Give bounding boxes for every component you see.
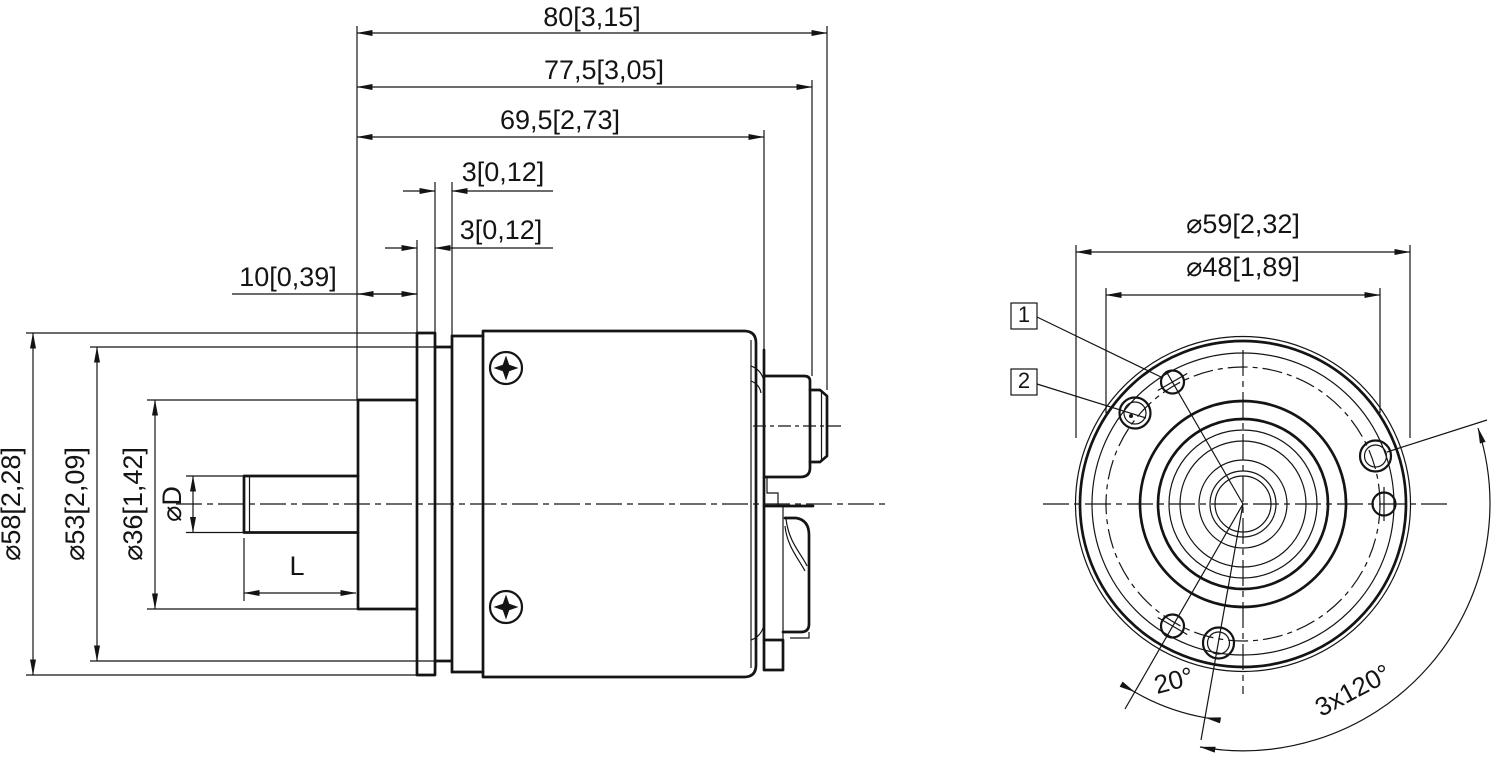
connector-pin (808, 388, 829, 464)
mounting-hole-outer (1118, 396, 1152, 430)
callout-2-leader (1036, 383, 1147, 419)
thread-hole-circle (1159, 613, 1186, 639)
front-view: 1 2 ⌀59[2,32] ⌀48[1,89] 20° 3x120° (1010, 209, 1491, 753)
callout-1-label: 1 (1018, 302, 1030, 327)
dimensions-top: 80[3,15] 77,5[3,05] 69,5[2,73] 3[0,12] 3… (232, 2, 828, 297)
mounting-hole-right (1358, 439, 1393, 473)
screw-lower (488, 589, 524, 625)
thread-hole-circle (1159, 369, 1186, 395)
thread-hole-tick (1157, 616, 1188, 636)
thread-hole-bottom-left (1157, 613, 1188, 639)
callout-1-leader (1036, 316, 1162, 378)
rear-plate-fillets (750, 365, 765, 641)
connector-foot (766, 477, 779, 505)
thread-hole-tick (1157, 372, 1188, 392)
mounting-boss (356, 398, 419, 611)
shaft-outline (242, 474, 360, 534)
dim-label-d36: ⌀36[1,42] (118, 447, 148, 561)
dim-label-77-5: 77,5[3,05] (544, 55, 664, 85)
dim-label-d58: ⌀58[2,28] (0, 447, 26, 561)
screw-head-icon (488, 589, 524, 625)
dim-label-dD: ⌀D (157, 486, 187, 522)
connector-assembly (753, 374, 843, 505)
angle-dimensions: 20° 3x120° (1119, 427, 1491, 753)
side-view: 80[3,15] 77,5[3,05] 69,5[2,73] 3[0,12] 3… (0, 2, 886, 679)
front-dimensions: ⌀59[2,32] ⌀48[1,89] (1075, 209, 1411, 438)
callout-2-box (1010, 368, 1038, 396)
dim-label-3b: 3[0,12] (460, 215, 543, 245)
screw-head-icon (488, 350, 524, 386)
mounting-hole-top-left (1118, 396, 1152, 430)
connector-block (762, 374, 812, 479)
phillips-cross-icon (493, 355, 519, 381)
mounting-hole-center-dot (1129, 414, 1133, 418)
front-extension-lines (1075, 245, 1411, 438)
callouts: 1 2 (1010, 302, 1162, 419)
dim-label-80: 80[3,15] (543, 2, 641, 32)
thread-hole-top-left (1157, 369, 1188, 395)
angle-20-arc-right (1204, 717, 1222, 724)
dim-label-3a: 3[0,12] (462, 157, 545, 187)
gland-foot (762, 638, 785, 672)
clamping-flange (415, 331, 437, 677)
callout-2-label: 2 (1018, 368, 1030, 393)
spacer-ring (433, 334, 454, 674)
mounting-hole-inner (1123, 401, 1147, 425)
dimensions-left: ⌀58[2,28] ⌀53[2,09] ⌀36[1,42] ⌀D L (0, 332, 357, 676)
dim-label-d59: ⌀59[2,32] (1186, 209, 1300, 239)
dim-label-L: L (289, 551, 304, 581)
dim-label-69-5: 69,5[2,73] (500, 105, 620, 135)
extension-lines (26, 26, 828, 676)
dim-label-d53: ⌀53[2,09] (60, 447, 90, 561)
screw-upper (488, 350, 524, 386)
dim-label-10: 10[0,39] (239, 262, 337, 292)
callout-1-box (1010, 302, 1038, 330)
gland-lip (790, 632, 810, 639)
gland-outline (781, 516, 811, 634)
housing-body (481, 329, 758, 679)
mounting-hole-inner (1363, 444, 1388, 468)
shaft (242, 474, 360, 534)
dim-label-d48: ⌀48[1,89] (1186, 252, 1300, 282)
angle-20-label: 20° (1151, 661, 1197, 700)
front-collar (450, 334, 485, 674)
gland-strain-relief-curves (784, 518, 808, 572)
phillips-cross-icon (493, 594, 519, 620)
cable-gland (762, 504, 815, 672)
angle-3x120-arc (1199, 427, 1491, 753)
angle-20-arc-left (1119, 681, 1135, 693)
angle-3x120-label: 3x120° (1310, 658, 1396, 723)
